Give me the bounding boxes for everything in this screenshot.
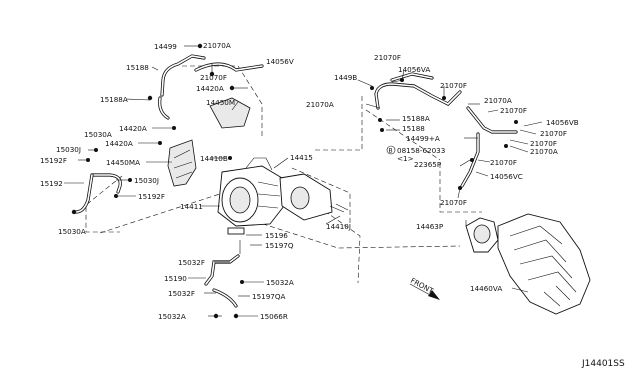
label-15030J-upper: 15030J <box>56 145 81 154</box>
label-qty-1: <1> <box>397 154 414 163</box>
label-14499A: 14499+A <box>406 134 440 143</box>
label-15030J-lower: 15030J <box>134 176 159 185</box>
label-14420A-top: 14420A <box>196 84 224 93</box>
label-14450M: 14450M <box>206 98 235 107</box>
label-15190: 15190 <box>164 274 187 283</box>
label-21070A-r-2: 21070A <box>530 147 558 156</box>
label-21070F-r-3: 21070F <box>500 106 527 115</box>
oil-return-pipe <box>204 240 241 308</box>
label-14460VA: 14460VA <box>470 284 502 293</box>
label-14410J: 14410J <box>326 222 351 231</box>
front-arrow <box>409 283 440 300</box>
part-labels: 14499 21070A 15188 14056V 21070F 15188A … <box>40 41 579 321</box>
coolant-pipe-left <box>74 173 122 214</box>
label-14420A-mid: 14420A <box>119 124 147 133</box>
diagram-reference-code: J14401SS <box>581 359 625 369</box>
bolt-circle-prefix: B <box>389 148 393 155</box>
label-15032A-lower: 15032A <box>158 312 186 321</box>
label-14411: 14411 <box>180 202 203 211</box>
label-15032A-upper: 15032A <box>266 278 294 287</box>
label-15197Q: 15197Q <box>265 241 294 250</box>
label-15030A-lower: 15030A <box>58 227 86 236</box>
label-14410B: 14410B <box>200 154 228 163</box>
label-15192F-lower: 15192F <box>138 192 165 201</box>
heat-shields <box>167 97 251 187</box>
label-14450MA: 14450MA <box>106 158 140 167</box>
label-15030A-upper: 15030A <box>84 130 112 139</box>
label-21070F-r-top: 21070F <box>374 53 401 62</box>
label-1449B: 1449B <box>334 73 357 82</box>
leader-lines <box>64 45 543 317</box>
label-21070A-top: 21070A <box>203 41 231 50</box>
oil-feed-pipe-left <box>158 54 264 120</box>
label-15066R: 15066R <box>260 312 288 321</box>
label-14056VC: 14056VC <box>490 172 523 181</box>
label-15188-r: 15188 <box>402 124 425 133</box>
label-21070A-r-1: 21070A <box>484 96 512 105</box>
catalyst-manifold <box>465 213 591 315</box>
label-14420A-low: 14420A <box>105 139 133 148</box>
label-21070F-r-6: 21070F <box>490 158 517 167</box>
label-15197QA: 15197QA <box>252 292 286 301</box>
dashed-frames <box>85 65 482 284</box>
front-label: FRONT <box>409 276 435 296</box>
label-14056VA: 14056VA <box>398 65 430 74</box>
label-08158-62033: 08158-62033 <box>397 146 445 155</box>
label-22365P: 22365P <box>414 160 442 169</box>
label-15192: 15192 <box>40 179 63 188</box>
label-21070F-r-2: 21070F <box>440 81 467 90</box>
outlet-flange <box>279 173 349 221</box>
label-14056VB: 14056VB <box>546 118 579 127</box>
label-15192F-upper: 15192F <box>40 156 67 165</box>
label-14415: 14415 <box>290 153 313 162</box>
label-15188: 15188 <box>126 63 149 72</box>
label-15188A: 15188A <box>100 95 128 104</box>
label-21070F-top: 21070F <box>200 73 227 82</box>
label-21070F-r-7: 21070F <box>440 198 467 207</box>
turbocharger <box>217 157 285 235</box>
label-21070A-r-left: 21070A <box>306 100 334 109</box>
oil-pipes-right <box>374 72 518 188</box>
label-15188A-r: 15188A <box>402 114 430 123</box>
label-15032F-lower: 15032F <box>168 289 195 298</box>
label-14499: 14499 <box>154 42 177 51</box>
label-15196: 15196 <box>265 231 288 240</box>
label-14463P: 14463P <box>416 222 444 231</box>
label-14056V: 14056V <box>266 57 294 66</box>
label-21070F-r-5: 21070F <box>530 139 557 148</box>
label-15032F-upper: 15032F <box>178 258 205 267</box>
bolts: B <box>71 43 518 319</box>
label-21070F-r-4: 21070F <box>540 129 567 138</box>
